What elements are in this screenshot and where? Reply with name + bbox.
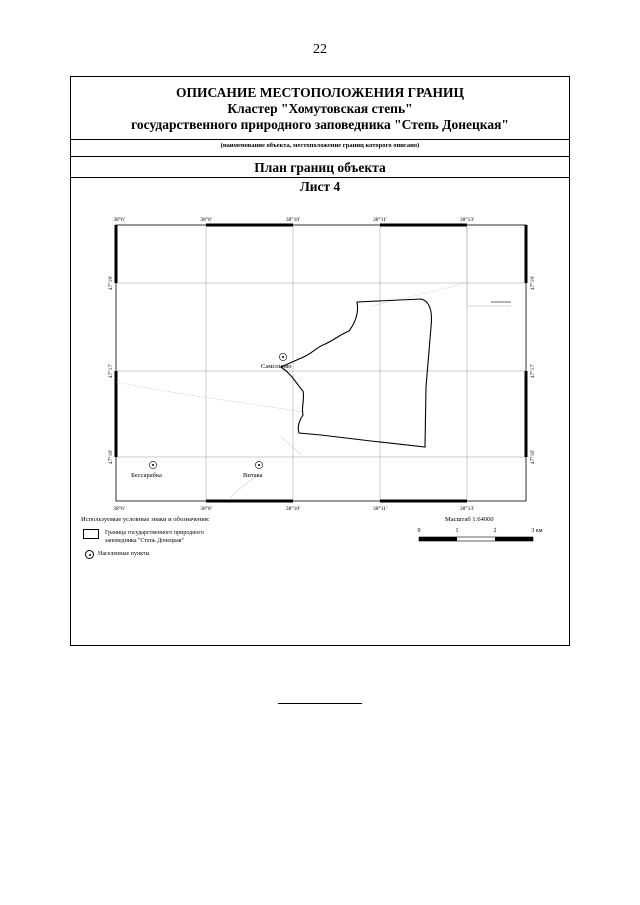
boundary-map: 38°6' 38°8' 38°10' 38°11' 38°13' 38°6' 3… [107,216,536,512]
divider-1 [71,139,569,140]
sheet-title: Лист 4 [299,179,341,194]
map-grid [116,225,526,501]
lon-label-bottom-3: 38°10' [286,505,300,512]
lat-label-left-1: 47°19' [107,276,114,290]
settlement-legend-icon [85,550,94,559]
lat-label-right-1: 47°19' [529,276,536,290]
lat-label-left-3: 47°16' [107,450,114,464]
document-frame: ОПИСАНИЕ МЕСТОПОЛОЖЕНИЯ ГРАНИЦ Кластер "… [70,76,570,646]
boundary-legend-line-2: заповедника "Степь Донецкая" [105,538,184,544]
boundary-legend-swatch [83,529,99,539]
lat-label-right-2: 47°17' [529,364,536,378]
divider-2 [71,156,569,157]
lat-label-right-3: 47°16' [529,450,536,464]
title-line-2: Кластер "Хомутовская степь" [227,101,413,116]
divider-3 [71,177,569,178]
page-number: 22 [313,42,327,57]
scale-tick-2: 2 [494,528,497,534]
map-border [115,224,527,502]
place-label-bessarabka: Бессарабка [131,472,162,479]
reserve-boundary [279,298,433,448]
footer-rule [278,703,362,704]
settlement-vitava: Витава [243,461,263,479]
lon-label-top-1: 38°6' [113,216,124,223]
lon-label-top-3: 38°10' [286,216,300,223]
plan-title: План границ объекта [254,160,386,175]
settlement-legend-label: Населенные пункты [98,551,150,557]
lon-label-bottom-5: 38°13' [460,505,474,512]
place-label-samsonovo: Самсоново [261,363,291,370]
scale-bar: 0 1 2 3 км [418,528,543,542]
lat-label-left-2: 47°17' [107,364,114,378]
map-border-bars [114,223,528,503]
title-block: ОПИСАНИЕ МЕСТОПОЛОЖЕНИЯ ГРАНИЦ Кластер "… [71,85,569,133]
lon-label-top-4: 38°11' [373,216,387,223]
lon-label-bottom-4: 38°11' [373,505,387,512]
object-caption: (наименование объекта, местоположение гр… [220,142,420,149]
boundary-legend-line-1: Граница государственного природного [105,530,204,536]
boundary-legend-label: Граница государственного природного запо… [105,529,204,545]
settlement-samsonovo: Самсоново [261,353,291,370]
lon-label-top-5: 38°13' [460,216,474,223]
settlement-bessarabka: Бессарабка [131,461,162,479]
scale-tick-1: 1 [456,528,459,534]
lon-label-bottom-2: 38°8' [200,505,211,512]
scale-tick-0: 0 [418,528,421,534]
lon-label-top-2: 38°8' [200,216,211,223]
place-label-vitava: Витава [243,472,263,479]
lon-label-bottom-1: 38°6' [113,505,124,512]
title-line-1: ОПИСАНИЕ МЕСТОПОЛОЖЕНИЯ ГРАНИЦ [176,85,464,100]
legend-heading: Используемые условные знаки и обозначени… [81,516,210,523]
map-roads [115,225,511,498]
scale-tick-3: 3 км [531,528,542,534]
scale-label: Масштаб 1:64000 [445,516,494,523]
title-line-3: государственного природного заповедника … [131,117,509,132]
